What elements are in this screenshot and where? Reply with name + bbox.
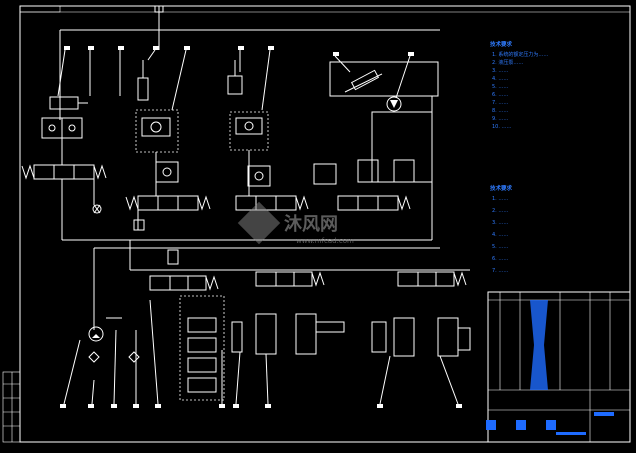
leader-lines bbox=[57, 46, 414, 111]
lower-valves bbox=[88, 271, 471, 401]
left-title-strip bbox=[2, 371, 21, 443]
technical-notes-top: 技术要求 1. 系统的额定压力为…… 2. 液压泵…… 3. …… 4. …… … bbox=[490, 40, 548, 130]
circuit-2 bbox=[125, 60, 211, 231]
svg-text:2. 液压泵……: 2. 液压泵…… bbox=[492, 59, 523, 66]
svg-text:7. ……: 7. …… bbox=[492, 268, 508, 274]
svg-text:3. ……: 3. …… bbox=[492, 220, 508, 226]
svg-text:2. ……: 2. …… bbox=[492, 208, 508, 214]
main-manifold bbox=[62, 239, 470, 330]
svg-text:3. ……: 3. …… bbox=[492, 68, 508, 74]
technical-notes-bottom: 技术要求 1. …… 2. …… 3. …… 4. …… 5. …… 6. ……… bbox=[490, 184, 513, 274]
watermark: 沐风网 www.mfcad.com bbox=[237, 201, 354, 245]
svg-text:10. ……: 10. …… bbox=[492, 124, 512, 130]
svg-text:4. ……: 4. …… bbox=[492, 232, 508, 238]
watermark-url: www.mfcad.com bbox=[296, 237, 354, 245]
svg-text:9. ……: 9. …… bbox=[492, 116, 508, 122]
svg-text:5. ……: 5. …… bbox=[492, 84, 508, 90]
svg-text:1. 系统的额定压力为……: 1. 系统的额定压力为…… bbox=[492, 51, 548, 58]
lower-leader-lines bbox=[60, 299, 462, 408]
circuit-left bbox=[21, 96, 107, 240]
notes-top-title: 技术要求 bbox=[490, 40, 513, 48]
svg-text:5. ……: 5. …… bbox=[492, 244, 508, 250]
drawing-frame bbox=[19, 5, 631, 443]
svg-text:6. ……: 6. …… bbox=[492, 92, 508, 98]
svg-text:1. ……: 1. …… bbox=[492, 196, 508, 202]
svg-text:7. ……: 7. …… bbox=[492, 100, 508, 106]
svg-text:6. ……: 6. …… bbox=[492, 256, 508, 262]
svg-text:8. ……: 8. …… bbox=[492, 108, 508, 114]
circuit-3 bbox=[227, 60, 309, 211]
circuit-4 bbox=[313, 61, 439, 240]
svg-text:4. ……: 4. …… bbox=[492, 76, 508, 82]
notes-bottom-title: 技术要求 bbox=[490, 184, 513, 192]
watermark-name: 沐风网 bbox=[284, 213, 338, 235]
watermark-logo-icon bbox=[237, 201, 281, 245]
title-block bbox=[486, 291, 631, 443]
